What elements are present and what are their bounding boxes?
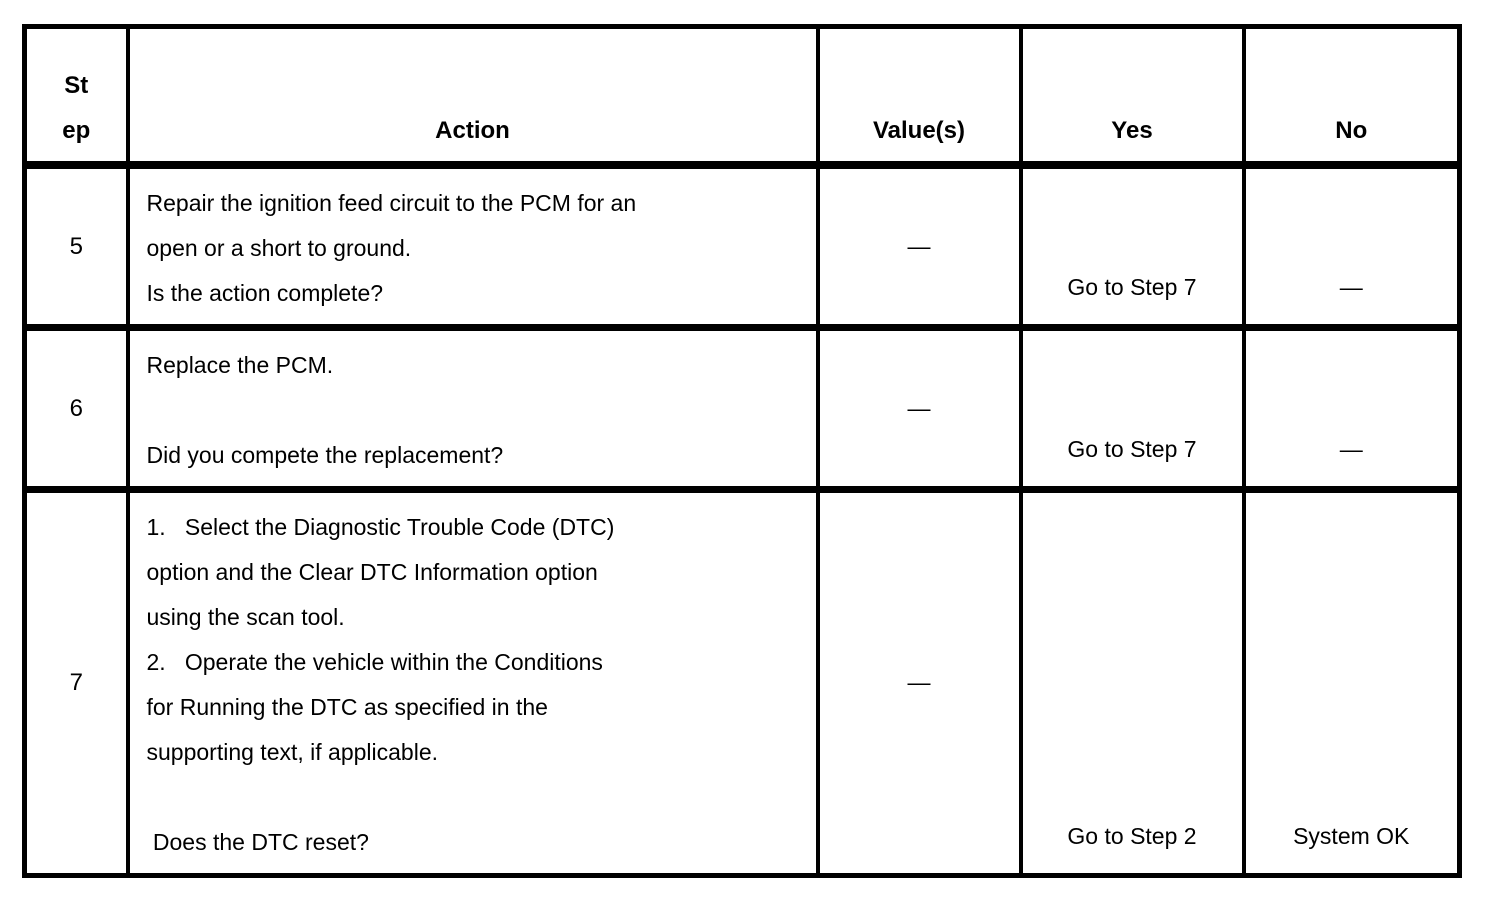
no-cell: — — [1241, 323, 1462, 489]
yes-cell: Go to Step 2 — [1018, 485, 1246, 875]
action-cell: 1. Select the Diagnostic Trouble Code (D… — [125, 485, 820, 875]
header-row: St ep Action Value(s) Yes No — [22, 26, 1462, 169]
header-values: Value(s) — [815, 26, 1023, 169]
diagnostic-step-table: St ep Action Value(s) Yes No 5 Repair th… — [22, 24, 1462, 878]
values-cell: — — [815, 323, 1023, 489]
yes-cell: Go to Step 7 — [1018, 323, 1246, 489]
no-cell: — — [1241, 161, 1462, 327]
step-number-cell: 7 — [22, 485, 130, 875]
yes-cell: Go to Step 7 — [1018, 161, 1246, 327]
action-cell: Repair the ignition feed circuit to the … — [125, 161, 820, 327]
step-number-cell: 6 — [22, 323, 130, 489]
table-row: 5 Repair the ignition feed circuit to th… — [22, 161, 1462, 327]
header-yes: Yes — [1018, 26, 1246, 169]
no-cell: System OK — [1241, 485, 1462, 875]
table-row: 7 1. Select the Diagnostic Trouble Code … — [22, 485, 1462, 875]
header-no: No — [1241, 26, 1462, 169]
table-row: 6 Replace the PCM. Did you compete the r… — [22, 323, 1462, 489]
header-step: St ep — [22, 26, 130, 169]
step-number-cell: 5 — [22, 161, 130, 327]
table-body: 5 Repair the ignition feed circuit to th… — [22, 161, 1462, 875]
action-cell: Replace the PCM. Did you compete the rep… — [125, 323, 820, 489]
values-cell: — — [815, 485, 1023, 875]
values-cell: — — [815, 161, 1023, 327]
header-action: Action — [125, 26, 820, 169]
